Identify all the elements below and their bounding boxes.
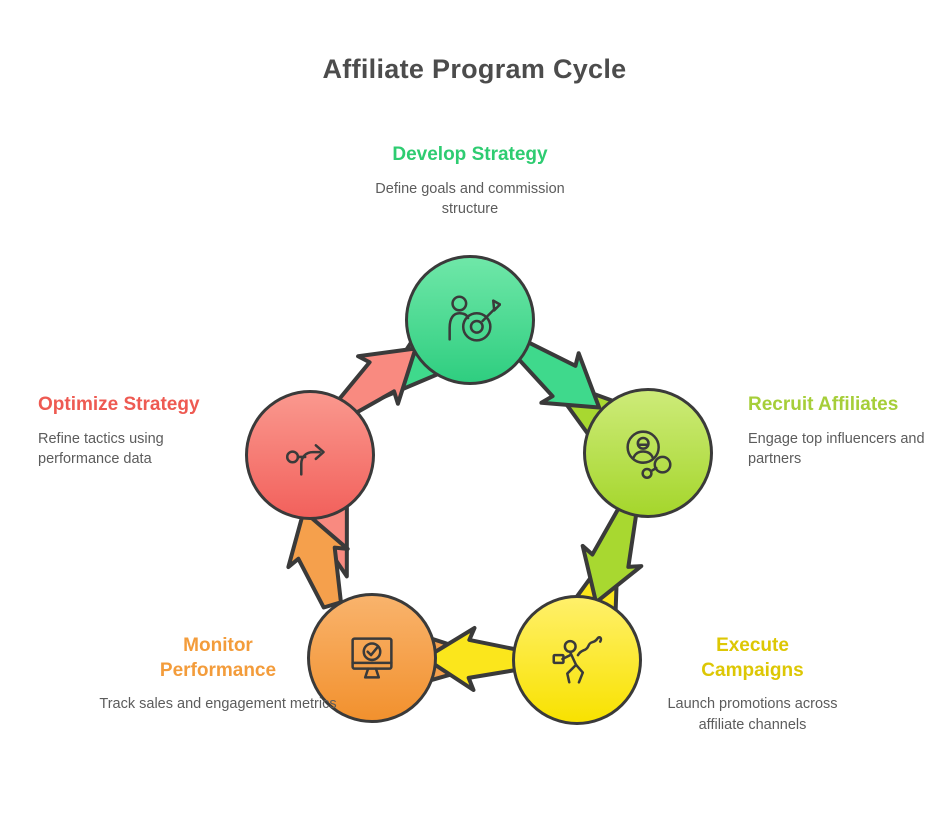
stage-title: Develop Strategy [392,144,548,165]
monitor-check-icon [351,637,393,679]
person-target-icon [448,295,501,342]
arrow-recruit-to-execute [580,504,644,605]
stage-title: Optimize Strategy [38,394,200,415]
up-right-arrows-icon [285,444,325,476]
stage-circle-execute-campaigns [512,595,642,725]
stage-description: Track sales and engagement metrics [99,696,337,713]
stage-title: Monitor Performance [159,635,277,681]
stage-description: Refine tactics using performance data [38,430,164,468]
stage-description: Launch promotions across affiliate chann… [667,696,838,733]
label-optimize-strategy: Optimize Strategy Refine tactics using p… [38,393,243,470]
stage-circle-recruit-affiliates [583,388,713,518]
arrow-develop-to-recruit [513,339,602,410]
label-recruit-affiliates: Recruit Affiliates Engage top influencer… [748,393,926,470]
stage-circle-optimize-strategy [245,390,375,520]
arrow-execute-to-monitor [423,626,526,692]
diagram-title: Affiliate Program Cycle [322,54,627,84]
stage-circle-monitor-performance [307,593,437,723]
network-person-icon [626,430,672,479]
stage-title: Execute Campaigns [701,635,804,681]
running-person-icon [552,636,603,684]
stage-title: Recruit Affiliates [748,394,899,415]
label-develop-strategy: Develop Strategy Define goals and commis… [320,143,620,220]
stage-circle-develop-strategy [405,255,535,385]
label-monitor-performance: Monitor Performance Track sales and enga… [98,634,338,715]
stage-description: Engage top influencers and partners [748,430,925,468]
label-execute-campaigns: Execute Campaigns Launch promotions acro… [655,634,850,736]
arrow-monitor-to-optimize [286,509,350,610]
stage-description: Define goals and commission structure [375,180,565,218]
